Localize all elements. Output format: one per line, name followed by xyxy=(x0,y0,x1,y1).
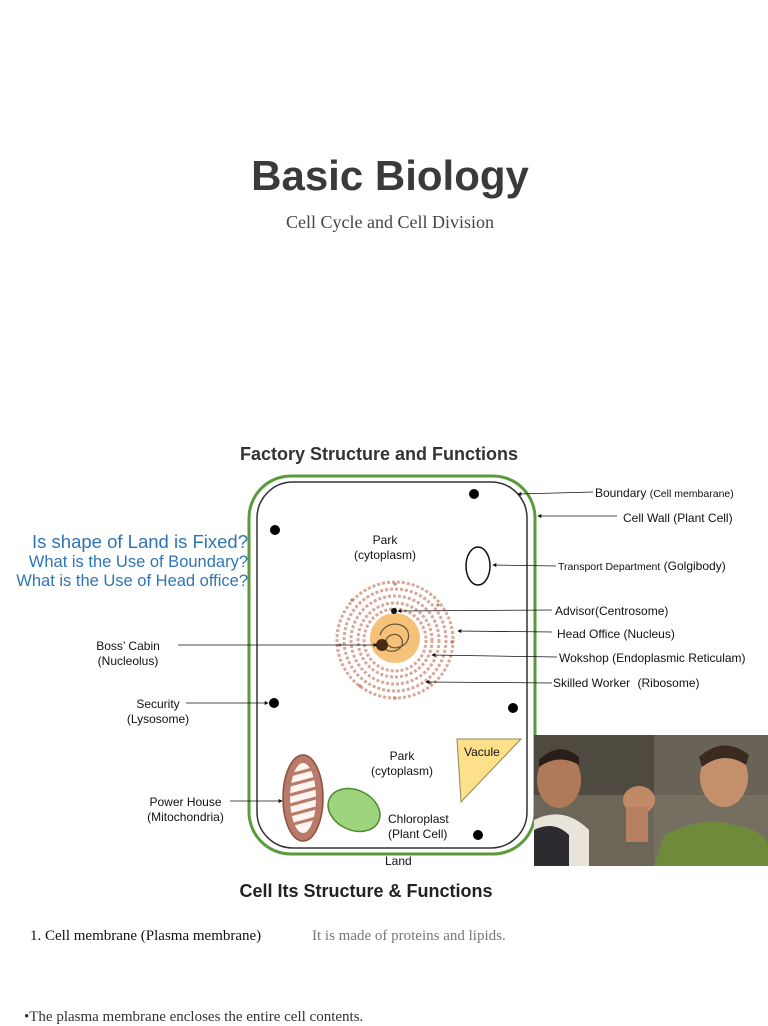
centrosome xyxy=(391,608,397,614)
label-power-house: Power House (Mitochondria) xyxy=(147,795,224,824)
nucleolus xyxy=(376,639,388,651)
page-subtitle: Cell Cycle and Cell Division xyxy=(286,212,494,232)
label-chloroplast: Chloroplast (Plant Cell) xyxy=(388,812,449,841)
cell-membrane-item-description: It is made of proteins and lipids. xyxy=(312,928,506,944)
lysosome-dot xyxy=(508,703,518,713)
mitochondria xyxy=(282,754,324,842)
plasma-membrane-bullet: •The plasma membrane encloses the entire… xyxy=(24,1009,364,1025)
nucleus xyxy=(370,613,420,663)
label-park-bottom: Park (cytoplasm) xyxy=(370,749,433,778)
page-title: Basic Biology xyxy=(251,152,529,199)
lysosome-dot xyxy=(269,698,279,708)
lysosome-dot xyxy=(473,830,483,840)
lysosome-dot xyxy=(469,489,479,499)
chloroplast xyxy=(327,787,381,833)
label-boundary: Boundary (Cell membarane) xyxy=(595,486,734,500)
label-vacuole: Vacule xyxy=(464,745,500,759)
label-cell-wall: Cell Wall (Plant Cell) xyxy=(623,511,733,525)
label-advisor: Advisor(Centrosome) xyxy=(555,604,669,618)
question-head-office-use: What is the Use of Head office? xyxy=(16,572,248,590)
label-head-office: Head Office (Nucleus) xyxy=(557,627,675,641)
golgi-body xyxy=(465,546,491,586)
label-boss-cabin: Boss’ Cabin (Nucleolus) xyxy=(96,639,160,668)
label-security: Security (Lysosome) xyxy=(126,697,190,726)
label-park-top: Park (cytoplasm) xyxy=(353,533,416,562)
label-land: Land xyxy=(385,854,412,868)
factory-slide-heading: Factory Structure and Functions xyxy=(239,444,519,464)
structure-heading: Cell Its Structure & Functions xyxy=(239,881,493,901)
question-boundary-use: What is the Use of Boundary? xyxy=(28,553,248,571)
label-skilled-worker: Skilled Worker (Ribosome) xyxy=(553,676,700,690)
vacuole xyxy=(456,738,523,804)
label-workshop: Wokshop (Endoplasmic Reticulam) xyxy=(559,651,746,665)
question-land-shape: Is shape of Land is Fixed? xyxy=(32,531,248,552)
movie-still-photo xyxy=(534,735,768,866)
label-transport-department: Transport Department (Golgibody) xyxy=(558,559,726,573)
lysosome-dot xyxy=(270,525,280,535)
cell-membrane-item-label: 1. Cell membrane (Plasma membrane) xyxy=(30,928,262,944)
